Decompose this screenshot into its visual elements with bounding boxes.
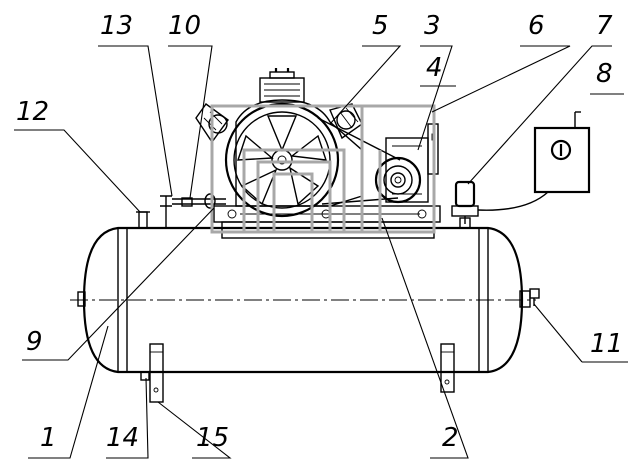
callout-11: 11 — [590, 329, 623, 359]
callout-12: 12 — [16, 97, 49, 127]
callout-8: 8 — [596, 59, 613, 89]
callout-10: 10 — [168, 11, 201, 41]
foot-left — [149, 343, 164, 403]
left-end-plug — [77, 291, 86, 307]
callout-13: 13 — [100, 11, 133, 41]
callout-14: 14 — [106, 423, 139, 453]
drain-valve-11 — [519, 288, 540, 308]
receiver-tank — [70, 226, 536, 374]
flywheel — [224, 102, 340, 218]
callout-15: 15 — [196, 423, 229, 453]
electric-motor — [374, 123, 439, 204]
callout-2: 2 — [442, 423, 459, 453]
callout-5: 5 — [372, 11, 389, 41]
safety-valve-12 — [136, 211, 150, 229]
foot-right — [440, 343, 455, 393]
callout-3: 3 — [424, 11, 441, 41]
callout-1: 1 — [40, 423, 57, 453]
callout-4: 4 — [426, 53, 443, 83]
leader-lines — [14, 45, 628, 459]
callout-6: 6 — [528, 11, 545, 41]
pressure-switch — [451, 180, 549, 224]
belt-guard-frame — [210, 104, 436, 234]
drain-plug-14 — [140, 371, 150, 381]
callout-9: 9 — [26, 327, 43, 357]
discharge-pipe — [160, 193, 226, 228]
compressor-head — [195, 68, 363, 207]
callout-7: 7 — [596, 11, 613, 41]
control-box — [533, 111, 591, 194]
